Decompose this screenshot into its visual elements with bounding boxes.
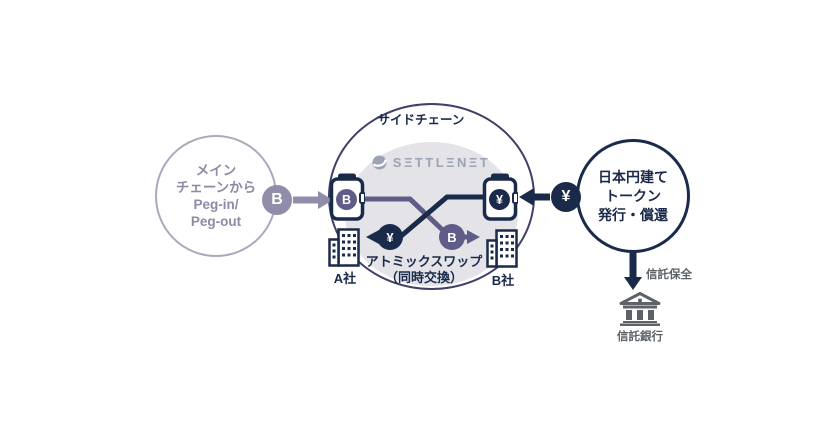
- yen-token-line: 発行・償還: [598, 206, 668, 223]
- wallet-a-coin-letter: B: [342, 193, 351, 207]
- company-a-building-icon: [328, 228, 360, 267]
- main-chain-line: Peg-in/: [193, 197, 239, 212]
- main-chain-label: メイン チェーンから Peg-in/ Peg-out: [176, 162, 256, 230]
- settlenet-logo-text: SΞTTLΞNΞT: [392, 155, 491, 170]
- atomic-swap-sublabel: （同時交換）: [384, 270, 463, 285]
- trust-bank-label: 信託銀行: [617, 331, 663, 343]
- wallet-b-coin-letter: ¥: [496, 193, 503, 207]
- wallet-a-icon: B: [329, 173, 365, 221]
- sidechain-title: サイドチェーン: [377, 113, 465, 127]
- swap-yen-coin: ¥: [377, 224, 403, 250]
- company-b-building-icon: [486, 229, 518, 268]
- swap-btc-coin: B: [439, 224, 465, 250]
- main-chain-line: Peg-out: [190, 214, 242, 229]
- settlenet-logo-icon: [372, 155, 387, 170]
- atomic-swap-label: アトミックスワップ: [365, 254, 483, 269]
- yen-token-line: トークン: [605, 187, 661, 204]
- company-a-label: A社: [333, 271, 357, 286]
- yen-token-label: 日本円建て トークン 発行・償還: [598, 168, 668, 225]
- company-b-label: B社: [491, 273, 515, 288]
- peg-yen-coin: ¥: [551, 182, 581, 212]
- settlenet-logo: SΞTTLΞNΞT: [357, 155, 505, 170]
- main-chain-circle: メイン チェーンから Peg-in/ Peg-out: [155, 135, 277, 257]
- peg-in-arrow: [293, 191, 333, 209]
- yen-token-circle: 日本円建て トークン 発行・償還: [576, 139, 690, 253]
- yen-token-line: 日本円建て: [598, 168, 668, 185]
- trust-bank-icon: [619, 292, 661, 326]
- main-chain-line: メイン: [195, 163, 237, 178]
- wallet-b-icon: ¥: [482, 173, 518, 221]
- trust-down-arrow: [624, 252, 642, 290]
- trust-preservation-label: 信託保全: [646, 269, 692, 281]
- peg-btc-coin: B: [262, 185, 292, 215]
- main-chain-line: チェーンから: [175, 180, 257, 195]
